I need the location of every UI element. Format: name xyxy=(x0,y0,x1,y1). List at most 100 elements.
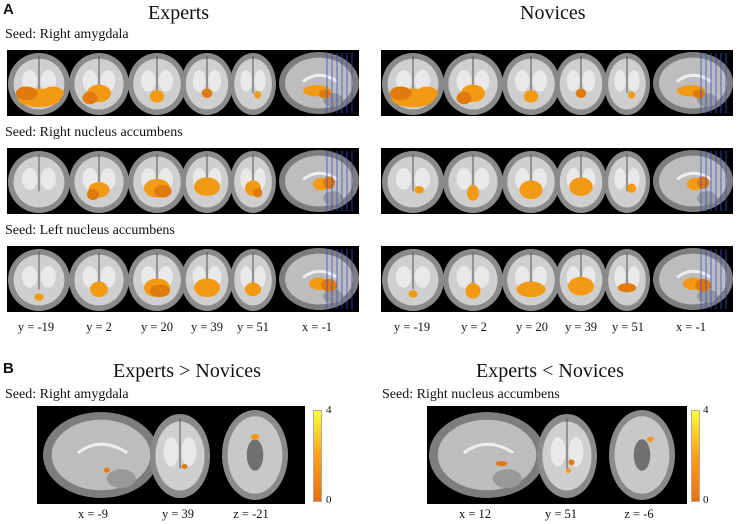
activation-cluster xyxy=(566,468,571,474)
coronal-slice xyxy=(604,53,650,115)
novices-left-nacc-strip xyxy=(381,246,733,312)
novices-coord-y2: y = 2 xyxy=(461,320,487,334)
experts-title: Experts xyxy=(148,2,210,24)
activation-cluster xyxy=(519,180,543,200)
contrast-gt-strip-svg xyxy=(43,410,288,500)
novices-coord-x-minus1: x = -1 xyxy=(676,320,706,334)
activation-cluster xyxy=(467,185,479,201)
activation-cluster xyxy=(416,86,438,101)
experts-coord-y20: y = 20 xyxy=(140,320,174,334)
sagittal-slice xyxy=(653,248,733,310)
coronal-slice xyxy=(8,249,70,311)
coronal-slice xyxy=(230,249,276,311)
experts-coord-y-minus19: y = -19 xyxy=(17,320,55,334)
novices-coord-y20: y = 20 xyxy=(515,320,549,334)
sagittal-slice xyxy=(429,412,545,498)
activation-cluster xyxy=(575,88,587,98)
novices-amygdala-strip xyxy=(381,50,733,116)
experts-amygdala-strip-svg xyxy=(8,52,359,115)
novices-coord-y-minus19: y = -19 xyxy=(393,320,431,334)
coronal-slice xyxy=(8,53,70,115)
activation-cluster xyxy=(82,91,98,105)
activation-cluster xyxy=(42,86,64,101)
coronal-slice xyxy=(181,151,233,213)
coronal-slice xyxy=(69,151,129,213)
sagittal-slice xyxy=(279,52,359,114)
novices-coord-y39: y = 39 xyxy=(564,320,598,334)
seed-label-b-right-nacc: Seed: Right nucleus accumbens xyxy=(382,387,560,402)
activation-cluster xyxy=(697,176,709,189)
contrast-title-experts-gt-novices: Experts > Novices xyxy=(113,360,261,382)
colorbar-right-max: 4 xyxy=(703,404,709,416)
panel-b-letter: B xyxy=(3,360,14,377)
b-left-coord-y: y = 39 xyxy=(161,507,195,521)
experts-right-nacc-strip xyxy=(7,148,359,214)
coronal-slice xyxy=(69,249,129,311)
activation-cluster xyxy=(628,91,636,99)
novices-left-nacc-strip-svg xyxy=(382,248,733,311)
activation-cluster xyxy=(251,433,259,441)
axial-slice xyxy=(222,410,288,500)
activation-cluster xyxy=(568,276,594,296)
activation-cluster xyxy=(149,90,165,103)
coronal-slice xyxy=(382,249,444,311)
activation-cluster xyxy=(254,91,262,99)
activation-cluster xyxy=(465,283,481,299)
coronal-slice xyxy=(443,53,503,115)
experts-right-nacc-strip-svg xyxy=(8,150,359,213)
activation-cluster xyxy=(408,290,418,298)
activation-cluster xyxy=(516,281,546,298)
seed-label-experts-left-nacc: Seed: Left nucleus accumbens xyxy=(5,223,175,238)
coronal-slice xyxy=(382,53,444,115)
activation-cluster xyxy=(323,176,335,189)
b-right-coord-z: z = -6 xyxy=(624,507,654,521)
novices-right-nacc-strip xyxy=(381,148,733,214)
coronal-slice xyxy=(8,151,70,213)
seed-label-b-amygdala: Seed: Right amygdala xyxy=(5,387,129,402)
activation-cluster xyxy=(15,86,38,101)
coronal-slice xyxy=(443,249,503,311)
colorbar-right-min: 0 xyxy=(703,494,709,506)
coronal-slice xyxy=(128,151,186,213)
coronal-slice xyxy=(382,151,444,213)
activation-cluster xyxy=(244,282,262,297)
b-left-coord-x: x = -9 xyxy=(78,507,108,521)
activation-cluster xyxy=(646,436,654,442)
experts-coord-y39: y = 39 xyxy=(190,320,224,334)
novices-amygdala-strip-svg xyxy=(382,52,733,115)
sagittal-slice xyxy=(653,52,733,114)
coronal-slice xyxy=(69,53,129,115)
contrast-lt-strip-svg xyxy=(429,410,675,500)
sagittal-slice xyxy=(43,412,159,498)
activation-cluster xyxy=(253,188,263,198)
novices-title: Novices xyxy=(520,2,586,24)
coronal-slice xyxy=(604,249,650,311)
activation-cluster xyxy=(154,185,172,198)
activation-cluster xyxy=(194,177,220,196)
activation-cluster xyxy=(627,183,637,193)
activation-cluster xyxy=(617,283,637,293)
coronal-slice xyxy=(502,151,560,213)
activation-cluster xyxy=(181,463,188,470)
activation-cluster xyxy=(87,188,99,200)
colorbar-right xyxy=(691,410,700,502)
activation-cluster xyxy=(90,281,108,298)
b-right-coord-y: y = 51 xyxy=(544,507,578,521)
coronal-slice xyxy=(181,249,233,311)
experts-coord-y2: y = 2 xyxy=(86,320,112,334)
activation-cluster xyxy=(414,186,424,194)
contrast-lt-strip xyxy=(427,406,687,504)
activation-cluster xyxy=(495,461,508,467)
activation-cluster xyxy=(319,89,331,99)
novices-coord-y51: y = 51 xyxy=(611,320,645,334)
axial-slice xyxy=(609,410,675,500)
sagittal-slice xyxy=(279,150,359,212)
colorbar-left-max: 4 xyxy=(326,404,332,416)
coronal-slice xyxy=(150,414,210,498)
coronal-slice xyxy=(230,53,276,115)
activation-cluster xyxy=(693,89,705,99)
coronal-slice xyxy=(128,249,186,311)
coronal-slice xyxy=(502,249,560,311)
activation-cluster xyxy=(568,459,575,466)
coronal-slice xyxy=(443,151,503,213)
